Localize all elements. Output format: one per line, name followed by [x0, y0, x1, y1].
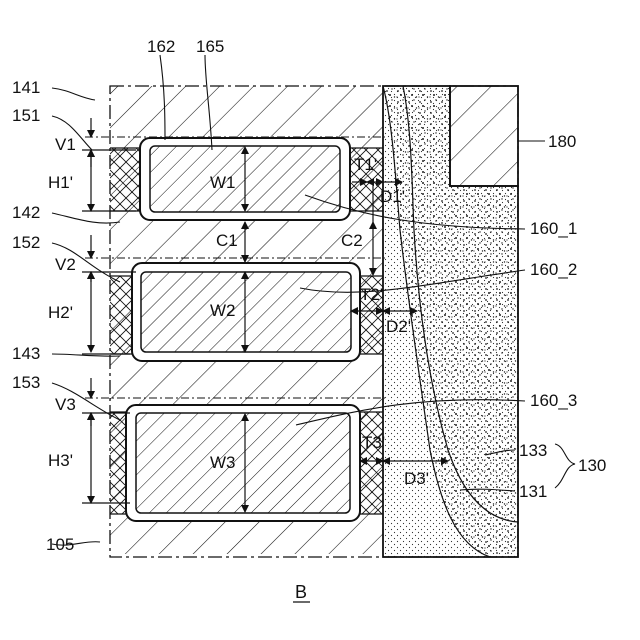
- gate-electrode-160-3: [126, 405, 360, 521]
- label-143: 143: [12, 344, 40, 363]
- label-H2: H2': [48, 303, 73, 322]
- label-131: 131: [519, 482, 547, 501]
- figure-caption: B: [295, 582, 307, 602]
- label-165: 165: [196, 37, 224, 56]
- label-162: 162: [147, 37, 175, 56]
- label-W2: W2: [210, 301, 236, 320]
- conductive-region-180: [450, 86, 518, 186]
- label-C2: C2: [341, 231, 363, 250]
- label-V2: V2: [55, 255, 76, 274]
- label-130: 130: [578, 456, 606, 475]
- label-153: 153: [12, 373, 40, 392]
- label-H1: H1': [48, 173, 73, 192]
- label-T2: T2': [360, 285, 383, 304]
- label-133: 133: [519, 441, 547, 460]
- label-W3: W3: [210, 453, 236, 472]
- label-W1: W1: [210, 173, 236, 192]
- label-141: 141: [12, 78, 40, 97]
- gate-electrode-160-2: [132, 263, 360, 361]
- label-160-2: 160_2: [530, 260, 577, 279]
- label-180: 180: [548, 132, 576, 151]
- label-D2: D2': [386, 317, 411, 336]
- label-T1: T1': [354, 155, 377, 174]
- label-160-3: 160_3: [530, 391, 577, 410]
- label-160-1: 160_1: [530, 219, 577, 238]
- label-H3: H3': [48, 451, 73, 470]
- label-V3: V3: [55, 395, 76, 414]
- label-D1: D1': [380, 187, 405, 206]
- label-T3: T3': [362, 433, 385, 452]
- label-C1: C1: [216, 231, 238, 250]
- label-105: 105: [46, 535, 74, 554]
- label-151: 151: [12, 106, 40, 125]
- label-V1: V1: [55, 135, 76, 154]
- label-152: 152: [12, 233, 40, 252]
- label-D3: D3': [404, 469, 429, 488]
- label-142: 142: [12, 203, 40, 222]
